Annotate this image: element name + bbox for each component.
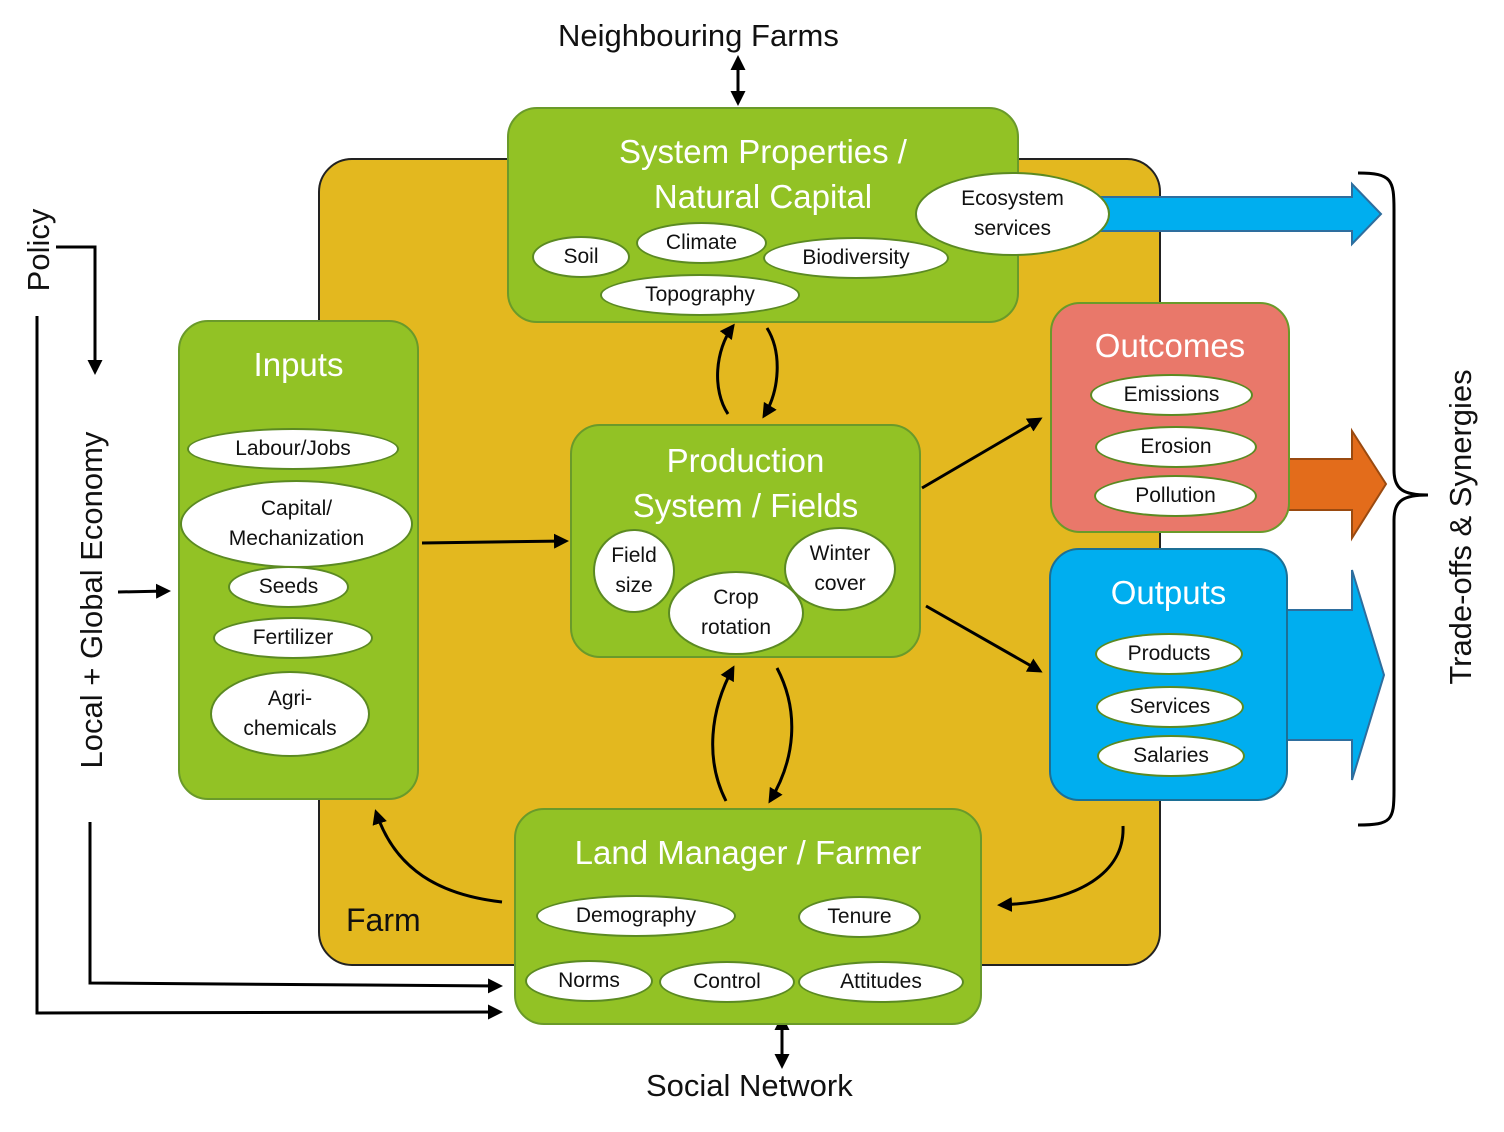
production-title: Production System / Fields — [632, 442, 859, 524]
outcomes-title: Outcomes — [1094, 327, 1246, 364]
norms-pill: Norms — [525, 960, 653, 1002]
policy-label: Policy — [21, 208, 56, 292]
outputs-arrow — [1285, 569, 1386, 781]
outputs-title: Outputs — [1110, 574, 1227, 611]
services-pill: Services — [1096, 686, 1244, 728]
salaries-pill: Salaries — [1097, 735, 1245, 777]
ecosystem-services-arrow — [1099, 181, 1383, 247]
biodiversity-pill: Biodiversity — [763, 237, 949, 279]
field-size-pill: Field size — [593, 529, 675, 613]
ecosystem-services-pill: Ecosystem services — [915, 172, 1110, 256]
land-manager-title: Land Manager / Farmer — [574, 834, 922, 871]
capital-pill: Capital/ Mechanization — [180, 480, 413, 568]
topography-pill: Topography — [600, 274, 800, 316]
fertilizer-pill: Fertilizer — [213, 617, 373, 659]
crop-rotation-pill: Crop rotation — [668, 571, 804, 655]
emissions-pill: Emissions — [1090, 374, 1253, 416]
labour-pill: Labour/Jobs — [187, 428, 399, 470]
winter-cover-pill: Winter cover — [784, 527, 896, 611]
outcomes-box: Outcomes Emissions Erosion Pollution — [1050, 302, 1290, 533]
tenure-pill: Tenure — [798, 896, 921, 938]
outputs-box: Outputs Products Services Salaries — [1049, 548, 1288, 801]
erosion-pill: Erosion — [1095, 426, 1257, 468]
seeds-pill: Seeds — [228, 566, 349, 608]
neighbouring-farms-label: Neighbouring Farms — [558, 18, 839, 53]
control-pill: Control — [659, 961, 795, 1003]
inputs-title: Inputs — [253, 346, 344, 383]
inputs-box: Inputs Labour/Jobs Capital/ Mechanizatio… — [178, 320, 419, 800]
demography-pill: Demography — [536, 895, 736, 937]
social-network-label: Social Network — [646, 1068, 853, 1103]
land-manager-box: Land Manager / Farmer Demography Tenure … — [514, 808, 982, 1025]
economy-label: Local + Global Economy — [74, 431, 109, 769]
products-pill: Products — [1095, 633, 1243, 675]
attitudes-pill: Attitudes — [798, 961, 964, 1003]
tradeoffs-label: Trade-offs & Synergies — [1443, 369, 1478, 685]
outcomes-arrow — [1285, 427, 1388, 542]
farm-label: Farm — [346, 902, 421, 938]
pollution-pill: Pollution — [1094, 475, 1257, 517]
agrichemicals-pill: Agri- chemicals — [210, 671, 370, 757]
climate-pill: Climate — [636, 222, 767, 264]
soil-pill: Soil — [532, 236, 630, 278]
system-properties-title: System Properties / Natural Capital — [619, 133, 907, 215]
production-box: Production System / Fields Field size Cr… — [570, 424, 921, 658]
